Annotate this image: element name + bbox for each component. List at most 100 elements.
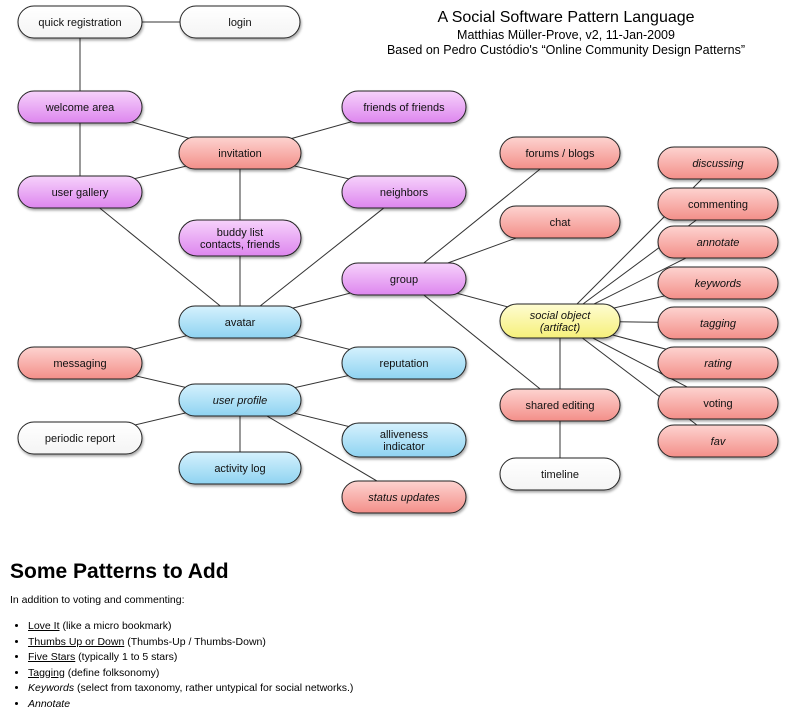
node-periodic-report-label: periodic report (45, 433, 115, 445)
pattern-item: Love It (like a micro bookmark) (28, 619, 790, 635)
node-timeline: timeline (499, 457, 621, 491)
edge-group-shared-editing (403, 278, 561, 406)
section-heading: Some Patterns to Add (10, 560, 229, 583)
node-shared-editing-label: shared editing (525, 400, 594, 412)
node-neighbors-label: neighbors (380, 187, 429, 199)
pattern-link[interactable]: Tagging (28, 666, 65, 679)
node-avatar: avatar (178, 305, 302, 339)
title-block: A Social Software Pattern Language Matth… (366, 9, 766, 57)
pattern-term: Annotate (28, 697, 71, 710)
pattern-list: Love It (like a micro bookmark)Thumbs Up… (10, 619, 790, 712)
node-welcome-area-shape (17, 90, 143, 124)
node-tagging: tagging (657, 306, 779, 340)
node-alliveness-shape (341, 422, 467, 458)
node-activity-log: activity log (178, 451, 302, 485)
node-periodic-report: periodic report (17, 421, 143, 455)
node-annotate: annotate (657, 225, 779, 259)
node-invitation: invitation (178, 136, 302, 170)
node-group-label: group (390, 274, 418, 286)
diagram-title: A Social Software Pattern Language (437, 9, 695, 26)
node-buddy-list-shape (178, 219, 302, 257)
node-social-object-label: social object (530, 310, 591, 322)
edge-user-gallery-avatar (79, 191, 241, 323)
pattern-description: (define folksonomy) (64, 666, 160, 679)
patterns-to-add-section: Some Patterns to Add In addition to voti… (10, 560, 790, 712)
node-tagging-shape (657, 306, 779, 340)
pattern-description: (like a micro bookmark) (59, 620, 172, 632)
node-discussing-shape (657, 146, 779, 180)
node-annotate-label: annotate (697, 237, 740, 249)
node-shared-editing: shared editing (499, 388, 621, 422)
node-quick-registration-shape (17, 5, 143, 39)
pattern-item: Tagging (define folksonomy) (28, 666, 790, 682)
node-login-label: login (228, 17, 251, 29)
node-group: group (341, 262, 467, 296)
node-voting-label: voting (703, 398, 732, 410)
pattern-item: Annotate (28, 697, 790, 713)
node-friends-of-friends-label: friends of friends (363, 102, 445, 114)
section-intro: In addition to voting and commenting: (10, 594, 185, 606)
node-shared-editing-shape (499, 388, 621, 422)
pattern-link[interactable]: Thumbs Up or Down (28, 635, 125, 648)
node-user-gallery-shape (17, 175, 143, 209)
node-commenting: commenting (657, 187, 779, 221)
node-avatar-shape (178, 305, 302, 339)
node-forums-blogs-shape (499, 136, 621, 170)
node-social-object: social object(artifact) (499, 303, 621, 339)
pattern-description: (select from taxonomy, rather untypical … (74, 682, 354, 694)
node-quick-registration: quick registration (17, 5, 143, 39)
nodes: quick registration login welcome area frien… (17, 5, 779, 514)
node-login: login (179, 5, 301, 39)
node-rating-shape (657, 346, 779, 380)
node-welcome-area-label: welcome area (45, 102, 115, 114)
node-timeline-shape (499, 457, 621, 491)
node-buddy-list-label: contacts, friends (200, 239, 281, 251)
node-reputation: reputation (341, 346, 467, 380)
node-friends-of-friends-shape (341, 90, 467, 124)
node-fav: fav (657, 424, 779, 458)
node-group-shape (341, 262, 467, 296)
node-voting: voting (657, 386, 779, 420)
pattern-item: Keywords (select from taxonomy, rather u… (28, 681, 790, 697)
node-chat-shape (499, 205, 621, 239)
node-alliveness-label: alliveness (380, 429, 429, 441)
node-status-updates-label: status updates (368, 492, 440, 504)
pattern-item: Thumbs Up or Down (Thumbs-Up / Thumbs-Do… (28, 635, 790, 651)
node-reputation-label: reputation (380, 358, 429, 370)
node-login-shape (179, 5, 301, 39)
node-messaging-label: messaging (53, 358, 106, 370)
node-tagging-label: tagging (700, 318, 737, 330)
pattern-link[interactable]: Love It (28, 620, 60, 632)
node-buddy-list-label: buddy list (217, 227, 263, 239)
node-discussing: discussing (657, 146, 779, 180)
node-messaging: messaging (17, 346, 143, 380)
node-voting-shape (657, 386, 779, 420)
node-status-updates: status updates (341, 480, 467, 514)
node-social-object-shape (499, 303, 621, 339)
node-timeline-label: timeline (541, 469, 579, 481)
node-chat-label: chat (550, 217, 571, 229)
node-activity-log-shape (178, 451, 302, 485)
node-social-object-label: (artifact) (540, 322, 581, 334)
node-rating: rating (657, 346, 779, 380)
node-commenting-shape (657, 187, 779, 221)
diagram-credit: Based on Pedro Custódio's “Online Commun… (386, 42, 746, 57)
node-user-profile-shape (178, 383, 302, 417)
node-friends-of-friends: friends of friends (341, 90, 467, 124)
edge-group-forums-blogs (403, 152, 561, 280)
diagram-author: Matthias Müller-Prove, v2, 11-Jan-2009 (457, 27, 675, 42)
pattern-item: Five Stars (typically 1 to 5 stars) (28, 650, 790, 666)
node-status-updates-shape (341, 480, 467, 514)
node-user-profile: user profile (178, 383, 302, 417)
node-neighbors-shape (341, 175, 467, 209)
node-forums-blogs-label: forums / blogs (525, 148, 595, 160)
node-forums-blogs: forums / blogs (499, 136, 621, 170)
edge-social-object-commenting (559, 203, 719, 322)
node-user-profile-label: user profile (213, 395, 267, 407)
node-user-gallery-label: user gallery (52, 187, 109, 199)
pattern-diagram: quick registration login welcome area frien… (17, 5, 779, 514)
pattern-link[interactable]: Five Stars (28, 651, 76, 663)
node-messaging-shape (17, 346, 143, 380)
